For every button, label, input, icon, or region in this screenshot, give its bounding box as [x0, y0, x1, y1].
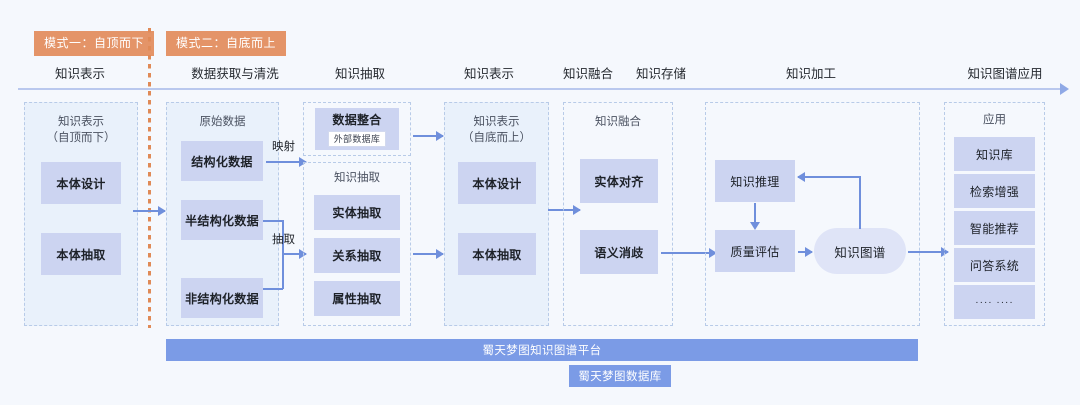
bracket-top-semi-structured: [263, 220, 283, 222]
timeline-arrowhead-icon: [1060, 83, 1069, 95]
node-ontology-extraction-bottomup[interactable]: 本体抽取: [458, 233, 536, 275]
chip-external-database: 外部数据库: [327, 131, 387, 147]
node-more-applications[interactable]: ···· ····: [954, 285, 1035, 319]
node-retrieval-augmentation[interactable]: 检索增强: [954, 174, 1035, 208]
node-knowledge-graph[interactable]: 知识图谱: [814, 228, 906, 274]
node-entity-extraction[interactable]: 实体抽取: [314, 195, 400, 230]
panel-bottomup-representation: 知识表示 （自底而上）: [444, 102, 549, 326]
phase-label-knowledge-storage: 知识存储: [635, 67, 687, 81]
panel-title-application: 应用: [983, 114, 1006, 126]
arrow-reasoning-to-quality: [751, 203, 759, 230]
arrow-label-extraction: 抽取: [272, 234, 295, 246]
bracket-spine-extraction: [282, 220, 284, 289]
node-intelligent-recommendation[interactable]: 智能推荐: [954, 211, 1035, 245]
node-ontology-design-bottomup[interactable]: 本体设计: [458, 162, 536, 204]
node-quality-assessment[interactable]: 质量评估: [715, 230, 795, 272]
node-entity-alignment[interactable]: 实体对齐: [580, 159, 658, 203]
node-data-integration[interactable]: 数据整合 外部数据库: [315, 108, 399, 150]
timeline-axis: [18, 88, 1062, 90]
bar-graph-database[interactable]: 蜀天梦图数据库: [569, 365, 671, 387]
node-relation-extraction[interactable]: 关系抽取: [314, 238, 400, 273]
panel-application: 应用: [944, 102, 1045, 326]
panel-title-raw-data: 原始数据: [199, 116, 246, 128]
panel-data-integration: [303, 102, 411, 156]
phase-label-application: 知识图谱应用: [967, 67, 1043, 81]
panel-knowledge-fusion: 知识融合: [563, 102, 673, 326]
panel-title-knowledge-fusion: 知识融合: [595, 116, 641, 128]
phase-label-knowledge-representation-2: 知识表示: [463, 67, 515, 81]
phase-label-knowledge-fusion: 知识融合: [562, 67, 614, 81]
panel-knowledge-extraction: 知识抽取: [303, 162, 411, 326]
arrow-extraction-to-bottomup: [413, 250, 444, 258]
node-structured-data[interactable]: 结构化数据: [181, 141, 263, 181]
bracket-bottom-unstructured: [263, 288, 283, 290]
arrow-label-mapping: 映射: [272, 141, 295, 153]
node-knowledge-base[interactable]: 知识库: [954, 137, 1035, 171]
phase-label-knowledge-representation-1: 知识表示: [54, 67, 106, 81]
node-label-data-integration: 数据整合: [332, 113, 382, 127]
node-unstructured-data[interactable]: 非结构化数据: [181, 278, 263, 318]
panel-title-knowledge-extraction: 知识抽取: [334, 172, 380, 184]
feedback-line-vertical: [859, 176, 861, 229]
panel-knowledge-processing: [705, 102, 920, 326]
panel-title-bottomup-line1: 知识表示: [473, 116, 520, 128]
panel-title-topdown-line2: （自顶而下）: [46, 132, 116, 144]
node-knowledge-reasoning[interactable]: 知识推理: [715, 160, 795, 202]
bar-knowledge-graph-platform[interactable]: 蜀天梦图知识图谱平台: [166, 339, 918, 361]
arrow-integration-to-bottomup: [413, 132, 444, 140]
node-qa-system[interactable]: 问答系统: [954, 248, 1035, 282]
arrow-topdown-to-rawdata: [133, 207, 166, 215]
phase-label-data-acquisition: 数据获取与清洗: [191, 67, 279, 81]
node-semi-structured-data[interactable]: 半结构化数据: [181, 200, 263, 240]
phase-label-knowledge-processing: 知识加工: [785, 67, 837, 81]
node-semantic-disambiguation[interactable]: 语义消歧: [580, 230, 658, 274]
arrow-fusion-to-processing: [661, 249, 717, 257]
panel-topdown-representation: 知识表示 （自顶而下）: [24, 102, 138, 326]
panel-title-topdown-line1: 知识表示: [58, 116, 104, 128]
phase-label-knowledge-extraction: 知识抽取: [334, 67, 386, 81]
arrow-mapping: [266, 158, 307, 166]
node-ontology-design-topdown[interactable]: 本体设计: [41, 162, 121, 204]
arrow-graph-to-reasoning: [797, 173, 860, 181]
panel-title-bottomup-line2: （自底而上）: [462, 132, 531, 144]
node-attribute-extraction[interactable]: 属性抽取: [314, 281, 400, 316]
mode-divider: [148, 28, 151, 328]
arrow-quality-to-graph: [798, 248, 813, 256]
arrow-processing-to-application: [908, 248, 949, 256]
mode-badge-bottomup: 模式二：自底而上: [166, 31, 287, 56]
node-ontology-extraction-topdown[interactable]: 本体抽取: [41, 233, 121, 275]
mode-badge-topdown: 模式一：自顶而下: [34, 31, 155, 56]
arrow-bottomup-to-fusion: [548, 206, 581, 214]
